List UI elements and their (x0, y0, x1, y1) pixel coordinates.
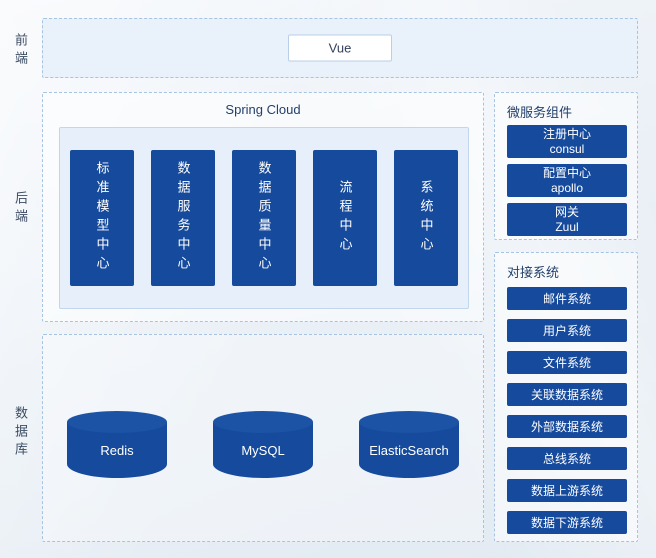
integration-item-external-data-system: 外部数据系统 (507, 415, 627, 438)
db-cylinder-elasticsearch: ElasticSearch (359, 411, 459, 478)
ms-item-tech: consul (549, 141, 585, 156)
spring-cloud-container: 标准模型中心 数据服务中心 数据质量中心 流程中心 系统中心 (59, 127, 469, 309)
module-system-center: 系统中心 (394, 150, 458, 286)
module-data-service-center: 数据服务中心 (151, 150, 215, 286)
integration-item-user-system: 用户系统 (507, 319, 627, 342)
ms-item-tech: apollo (550, 180, 584, 195)
ms-item-gateway-zuul: 网关 Zuul (507, 203, 627, 236)
database-section: Redis MySQL ElasticSearch (42, 334, 484, 542)
integrations-list: 邮件系统 用户系统 文件系统 关联数据系统 外部数据系统 总线系统 数据上游系统… (507, 287, 627, 534)
db-cylinder-redis: Redis (67, 411, 167, 478)
ms-item-config-apollo: 配置中心 apollo (507, 164, 627, 197)
integrations-panel: 对接系统 邮件系统 用户系统 文件系统 关联数据系统 外部数据系统 总线系统 数… (494, 252, 638, 542)
ms-item-name: 配置中心 (542, 165, 591, 180)
ms-item-tech: Zuul (555, 219, 579, 234)
db-cylinder-mysql: MySQL (213, 411, 313, 478)
integration-item-bus-system: 总线系统 (507, 447, 627, 470)
module-data-quality-center: 数据质量中心 (232, 150, 296, 286)
microservices-panel: 微服务组件 注册中心 consul 配置中心 apollo 网关 Zuul (494, 92, 638, 240)
db-label: ElasticSearch (369, 442, 449, 458)
module-label: 系统中心 (418, 180, 434, 256)
layer-label-backend: 后端 (13, 191, 28, 227)
db-label: Redis (100, 442, 134, 458)
integration-item-data-upstream-system: 数据上游系统 (507, 479, 627, 502)
database-row: Redis MySQL ElasticSearch (43, 411, 483, 478)
spring-cloud-title: Spring Cloud (225, 102, 301, 117)
integration-item-data-downstream-system: 数据下游系统 (507, 511, 627, 534)
microservices-list: 注册中心 consul 配置中心 apollo 网关 Zuul (507, 125, 627, 236)
module-standard-model-center: 标准模型中心 (70, 150, 134, 286)
ms-item-registry-consul: 注册中心 consul (507, 125, 627, 158)
layer-label-database: 数据库 (13, 406, 28, 460)
ms-item-name: 注册中心 (542, 126, 591, 141)
integration-item-file-system: 文件系统 (507, 351, 627, 374)
module-label: 数据服务中心 (175, 161, 191, 275)
integration-item-related-data-system: 关联数据系统 (507, 383, 627, 406)
module-label: 流程中心 (337, 180, 353, 256)
module-label: 标准模型中心 (94, 161, 110, 275)
frontend-section: Vue (42, 18, 638, 78)
ms-item-name: 网关 (554, 204, 579, 219)
microservices-title: 微服务组件 (507, 105, 573, 120)
module-process-center: 流程中心 (313, 150, 377, 286)
layer-label-frontend: 前端 (13, 33, 28, 69)
integrations-title: 对接系统 (507, 265, 560, 280)
integration-item-mail-system: 邮件系统 (507, 287, 627, 310)
backend-section: Spring Cloud 标准模型中心 数据服务中心 数据质量中心 流程中心 系… (42, 92, 484, 322)
vue-node: Vue (288, 34, 392, 62)
db-label: MySQL (241, 442, 285, 458)
module-label: 数据质量中心 (256, 161, 272, 275)
